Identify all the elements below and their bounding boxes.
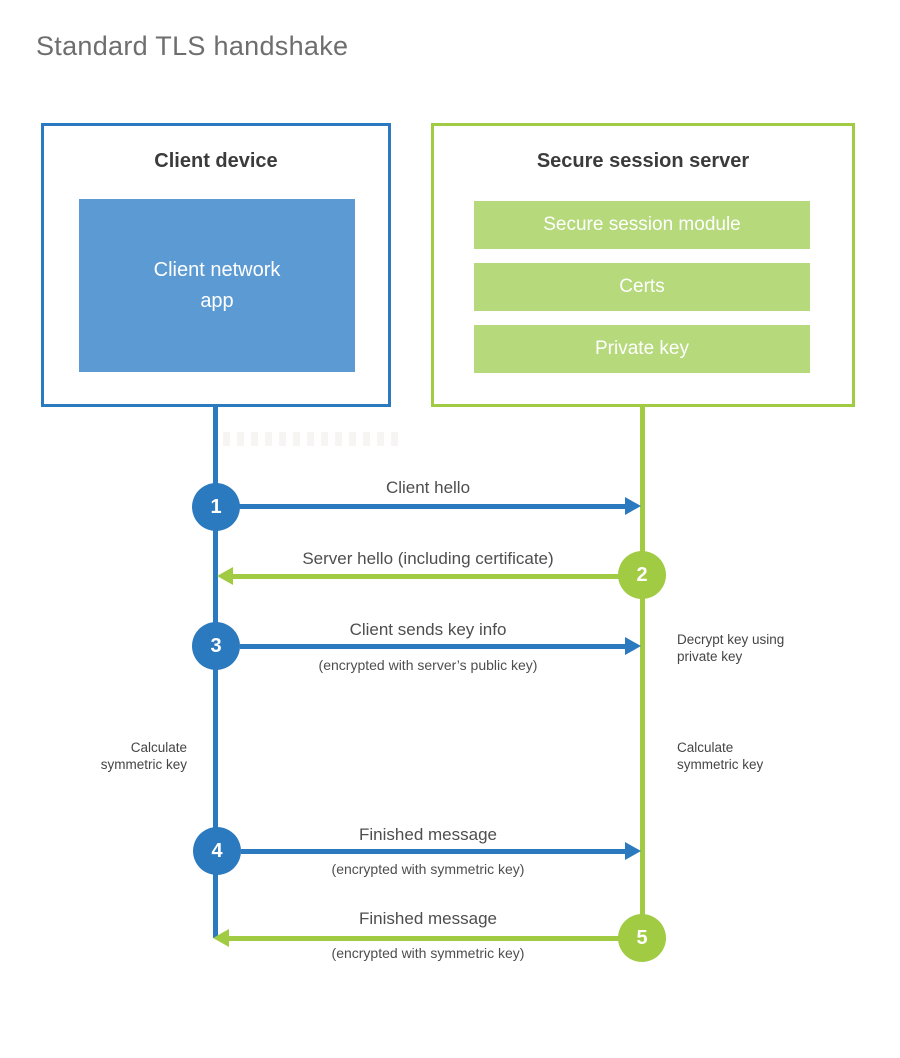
arrow-client-hello xyxy=(239,504,627,509)
client-device-title: Client device xyxy=(154,150,278,172)
sublabel-finished-client: (encrypted with symmetric key) xyxy=(331,861,525,877)
arrowhead-right-icon xyxy=(625,842,641,860)
sublabel-finished-server: (encrypted with symmetric key) xyxy=(331,945,525,961)
note-calculate-symmetric-key-client: Calculate symmetric key xyxy=(100,740,187,772)
secure-session-server-title: Secure session server xyxy=(536,150,750,172)
server-module-private-key: Private key xyxy=(474,325,810,373)
step-2-marker: 2 xyxy=(618,551,666,599)
label-client-hello: Client hello xyxy=(385,478,471,497)
arrow-finished-server xyxy=(229,936,620,941)
arrowhead-right-icon xyxy=(625,497,641,515)
arrowhead-left-icon xyxy=(217,567,233,585)
arrowhead-right-icon xyxy=(625,637,641,655)
server-lifeline xyxy=(640,405,645,940)
note-calculate-symmetric-key-server: Calculate symmetric key xyxy=(677,740,764,772)
label-client-key-info: Client sends key info xyxy=(349,620,507,639)
ghost-artifact xyxy=(223,432,403,446)
arrow-server-hello xyxy=(233,574,620,579)
step-4-marker: 4 xyxy=(193,827,241,875)
page-title: Standard TLS handshake xyxy=(36,31,349,61)
server-module-secure-session-module: Secure session module xyxy=(474,201,810,249)
note-decrypt-key: Decrypt key using private key xyxy=(677,632,785,664)
arrow-client-key-info xyxy=(240,644,627,649)
label-finished-client: Finished message xyxy=(359,825,497,844)
sublabel-client-key-info: (encrypted with server’s public key) xyxy=(318,657,538,673)
arrowhead-left-icon xyxy=(213,929,229,947)
step-1-marker: 1 xyxy=(192,483,240,531)
step-5-marker: 5 xyxy=(618,914,666,962)
label-server-hello: Server hello (including certificate) xyxy=(302,549,554,568)
step-3-marker: 3 xyxy=(192,622,240,670)
label-finished-server: Finished message xyxy=(359,909,497,928)
client-lifeline xyxy=(213,405,218,938)
server-module-certs: Certs xyxy=(474,263,810,311)
arrow-finished-client xyxy=(241,849,627,854)
client-network-app-block: Client network app xyxy=(79,199,355,372)
